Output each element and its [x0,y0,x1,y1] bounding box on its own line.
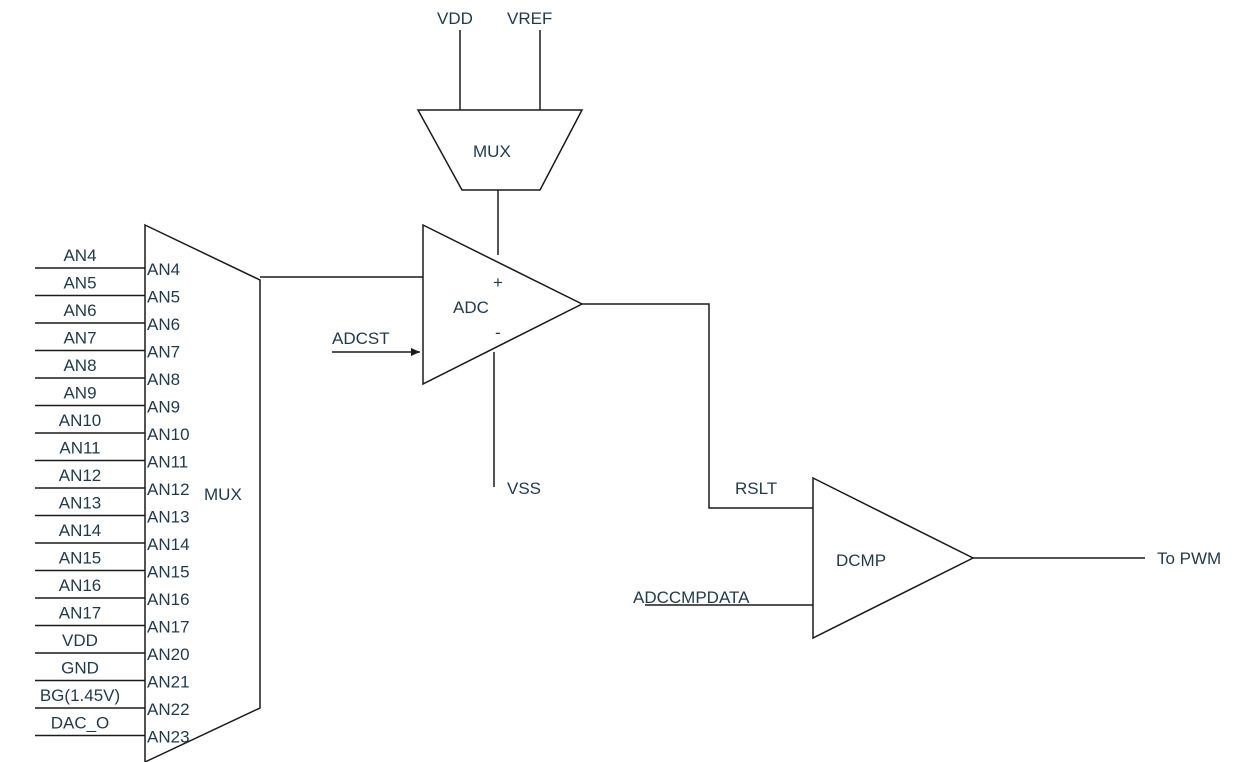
dcmp-label: DCMP [836,551,886,570]
dcmp-block [812,476,975,640]
adc-to-dcmp-wire [582,303,813,509]
external-signal-label: AN15 [59,549,102,568]
external-signal-label: AN9 [63,384,96,403]
mux-pin-label: AN22 [147,700,190,719]
mux-pin-label: AN11 [147,453,188,472]
external-signal-label: AN13 [59,494,102,513]
adc-plus-sign: + [493,273,503,292]
ref-mux-input-vdd: VDD [437,9,473,28]
external-signal-label: AN6 [63,301,96,320]
external-signal-label: AN5 [63,274,96,293]
adccmpdata-label: ADCCMPDATA [633,588,750,607]
input-mux [144,223,261,762]
mux-pin-label: AN15 [147,563,190,582]
adc-minus-sign: - [495,323,501,342]
input-channel-group: AN4AN4AN5AN5AN6AN6AN7AN7AN8AN8AN9AN9AN10… [35,246,190,747]
mux-pin-label: AN21 [147,673,190,692]
mux-pin-label: AN5 [147,288,180,307]
mux-pin-label: AN17 [147,618,190,637]
mux-pin-label: AN14 [147,535,190,554]
mux-pin-label: AN9 [147,398,180,417]
mux-pin-label: AN23 [147,728,190,747]
external-signal-label: AN14 [59,521,102,540]
mux-pin-label: AN16 [147,590,190,609]
input-mux-label: MUX [204,485,242,504]
mux-pin-label: AN13 [147,508,190,527]
external-signal-label: AN12 [59,466,102,485]
mux-pin-label: AN20 [147,645,190,664]
mux-pin-label: AN6 [147,315,180,334]
external-signal-label: BG(1.45V) [40,686,120,705]
mux-pin-label: AN12 [147,480,190,499]
external-signal-label: AN8 [63,356,96,375]
to-pwm-label: To PWM [1157,549,1221,568]
external-signal-label: DAC_O [51,714,110,733]
adc-block [422,223,584,386]
mux-pin-label: AN7 [147,343,180,362]
mux-pin-label: AN4 [147,260,180,279]
adc-label: ADC [453,298,489,317]
ref-mux-input-vref: VREF [507,9,552,28]
vss-label: VSS [507,479,541,498]
external-signal-label: GND [61,659,99,678]
mux-pin-label: AN10 [147,425,190,444]
reference-mux-label: MUX [473,142,511,161]
external-signal-label: AN4 [63,246,96,265]
external-signal-label: AN10 [59,411,102,430]
external-signal-label: VDD [62,631,98,650]
rslt-label: RSLT [735,479,777,498]
external-signal-label: AN16 [59,576,102,595]
external-signal-label: AN7 [63,329,96,348]
external-signal-label: AN11 [59,439,100,458]
adcst-label: ADCST [332,329,390,348]
mux-pin-label: AN8 [147,370,180,389]
external-signal-label: AN17 [59,604,102,623]
reference-mux [416,109,584,191]
